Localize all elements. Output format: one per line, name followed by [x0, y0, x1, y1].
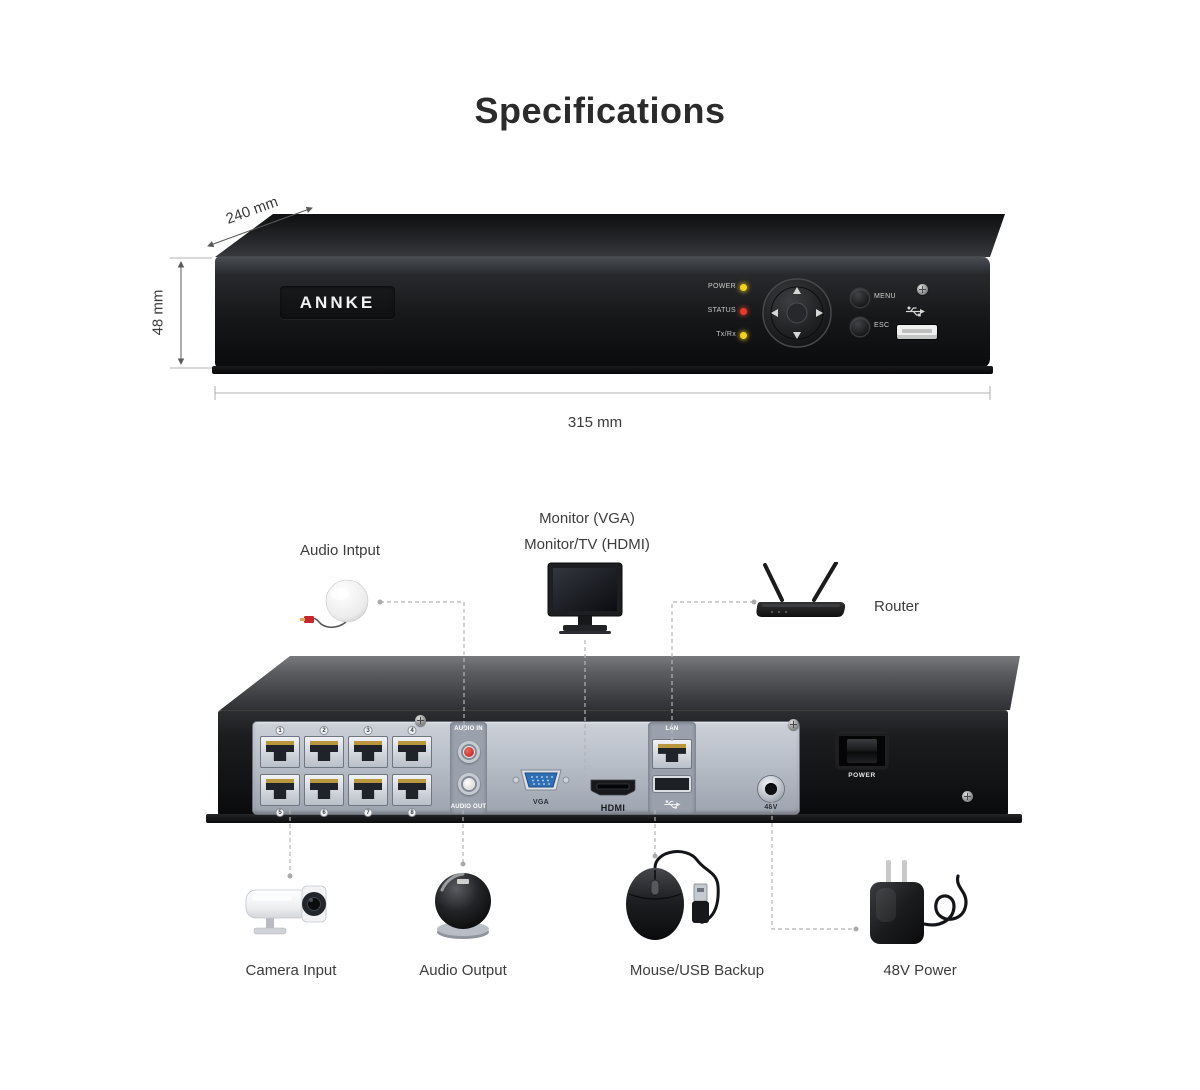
- esc-button: [851, 318, 869, 336]
- nvr-rear-top-face: [220, 656, 1020, 710]
- poe-port-8: 8: [392, 774, 432, 817]
- dimension-width-label: 315 mm: [567, 414, 623, 431]
- screw-icon: [962, 791, 973, 802]
- status-led-icon: [740, 308, 747, 315]
- mouse-usb-backup-label: Mouse/USB Backup: [629, 962, 765, 979]
- menu-button-label: MENU: [874, 293, 896, 300]
- usb-port-rear: [653, 776, 691, 792]
- power-adapter-icon: [870, 860, 968, 944]
- audio-out-label: AUDIO OUT: [450, 803, 487, 810]
- port-number: 6: [319, 808, 329, 817]
- lan-port: [652, 739, 692, 769]
- usb-icon: [906, 306, 925, 317]
- nvr-rear-bottom-edge: [206, 814, 1022, 823]
- power-switch-label: POWER: [848, 772, 876, 779]
- router-icon: [756, 562, 846, 617]
- lan-label: LAN: [665, 726, 679, 732]
- port-number: 7: [363, 808, 373, 817]
- txrx-led-icon: [740, 332, 747, 339]
- monitor-hdmi-label: Monitor/TV (HDMI): [524, 536, 650, 553]
- audio-input-label: Audio Intput: [299, 542, 381, 559]
- power-48v-label: 48V Power: [883, 962, 957, 979]
- esc-button-label: ESC: [874, 322, 890, 329]
- audio-in-label: AUDIO IN: [454, 726, 483, 732]
- port-number: 1: [275, 726, 285, 735]
- port-number: 8: [407, 808, 417, 817]
- brand-logo-plate: ANNKE: [280, 286, 395, 319]
- dpad-icon: [762, 278, 832, 348]
- dc-jack-icon: [758, 776, 784, 802]
- camera-icon: [245, 885, 327, 935]
- screw-icon: [917, 284, 928, 295]
- power-led-icon: [740, 284, 747, 291]
- port-number: 4: [407, 726, 417, 735]
- poe-port-3: 3: [348, 726, 388, 768]
- monitor-vga-label: Monitor (VGA): [539, 510, 635, 527]
- audio-io-strip: AUDIO IN AUDIO OUT: [450, 722, 487, 814]
- mouse-icon: [626, 850, 720, 940]
- poe-port-7: 7: [348, 774, 388, 817]
- hdmi-port: HDMI: [588, 778, 638, 813]
- screw-icon: [788, 719, 799, 730]
- screw-icon: [415, 715, 426, 726]
- menu-button: [851, 289, 869, 307]
- usb-port-front: [897, 325, 937, 339]
- hdmi-connector-icon: [590, 779, 636, 796]
- camera-input-label: Camera Input: [245, 962, 337, 979]
- power-switch: POWER: [836, 733, 888, 779]
- audio-output-label: Audio Output: [419, 962, 507, 979]
- nvr-front-top-face: [215, 214, 1005, 257]
- hdmi-label: HDMI: [600, 803, 626, 813]
- power-jack-label: 48V: [764, 804, 778, 811]
- dimension-height-label: 48 mm: [149, 289, 167, 336]
- rocker-switch-icon: [836, 733, 888, 769]
- vga-port: VGA: [512, 767, 570, 806]
- poe-port-6: 6: [304, 774, 344, 817]
- nvr-front-bottom-edge: [212, 366, 993, 374]
- port-number: 5: [275, 808, 285, 817]
- power-input-48v: 48V: [757, 776, 785, 811]
- port-number: 3: [363, 726, 373, 735]
- page-title: Specifications: [474, 90, 726, 131]
- txrx-led-label: Tx/Rx: [716, 331, 736, 338]
- lan-usb-strip: LAN: [648, 722, 696, 814]
- vga-connector-icon: [512, 769, 570, 791]
- vga-label: VGA: [532, 799, 550, 806]
- router-label: Router: [874, 598, 920, 615]
- audio-in-rca: [457, 741, 480, 764]
- monitor-icon: [547, 562, 623, 634]
- brand-logo: ANNKE: [299, 292, 376, 312]
- port-number: 2: [319, 726, 329, 735]
- poe-port-2: 2: [304, 726, 344, 768]
- dome-speaker-icon: [435, 872, 491, 939]
- audio-out-rca: [457, 772, 480, 795]
- poe-port-4: 4: [392, 726, 432, 768]
- power-led-label: POWER: [708, 283, 736, 290]
- usb-icon: [664, 800, 681, 809]
- poe-port-5: 5: [260, 774, 300, 817]
- nvr-front-face: [215, 256, 990, 368]
- status-led-label: STATUS: [707, 307, 736, 314]
- poe-port-1: 1: [260, 726, 300, 768]
- microphone-icon: [300, 579, 369, 629]
